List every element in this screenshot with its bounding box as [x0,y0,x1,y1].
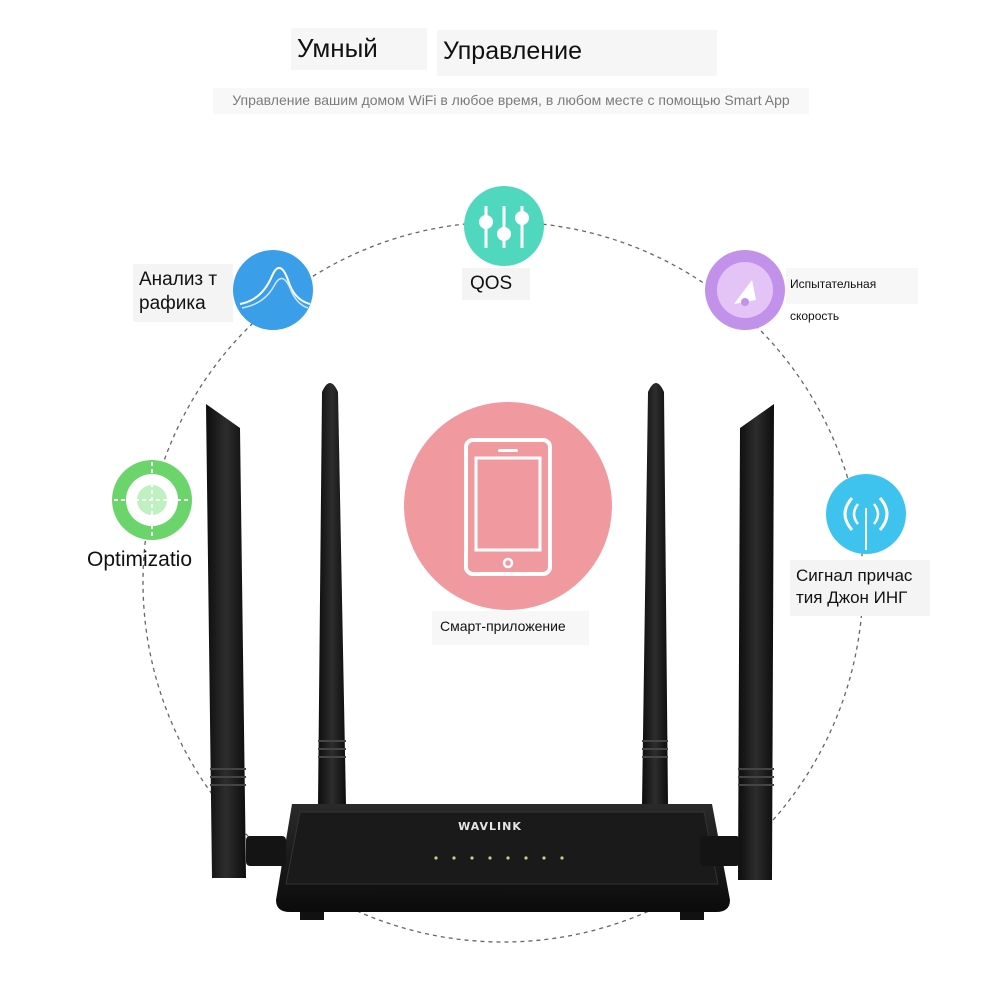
router-body: WAVLINK [276,804,730,920]
router-status-leds [434,856,564,860]
signal-label-line1: Сигнал причас [796,566,913,585]
heading-word-smart: Умный [291,28,427,70]
signal-label-line2: тия Джон ИНГ [796,588,908,607]
router-antenna-front-right [700,404,774,880]
router-brand-logo: WAVLINK [458,820,522,833]
traffic-label-line2: рафика [139,293,206,314]
traffic-wave-icon [233,250,313,330]
optimization-label: Optimizatio [87,548,193,571]
equalizer-sliders-icon [464,186,544,266]
speedometer-icon [705,250,785,330]
speed-test-label: Испытательная скорость [786,268,918,323]
signal-label: Сигнал причас тия Джон ИНГ [790,560,930,616]
router-antenna-back-left [318,383,346,805]
heading-word-control: Управление [437,30,717,76]
smart-app-label: Смарт-приложение [432,611,589,645]
traffic-analysis-label: Анализ т рафика [133,264,233,322]
wifi-signal-icon [826,474,906,554]
router-antenna-front-left [206,404,286,878]
router-antenna-back-right [642,383,668,805]
smartphone-icon [404,402,612,610]
traffic-label-line1: Анализ т [139,269,218,290]
qos-label: QOS [462,268,530,300]
target-crosshair-icon [112,460,192,540]
subtitle: Управление вашим домом WiFi в любое врем… [213,88,809,114]
